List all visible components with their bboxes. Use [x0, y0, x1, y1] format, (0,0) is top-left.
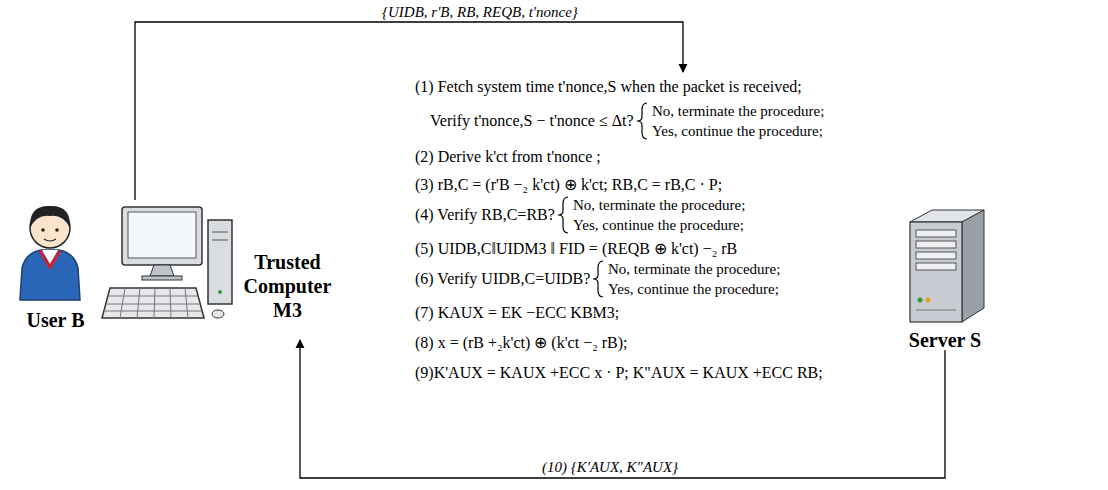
server-icon: [910, 210, 984, 322]
node-label: Server S: [895, 328, 995, 352]
branch-outcome: Yes, continue the procedure;: [573, 216, 744, 234]
server-node: Server S: [895, 200, 995, 350]
actor-node: User B: [8, 200, 103, 350]
computer-icon: [102, 207, 232, 318]
curly-brace: [558, 197, 568, 233]
step-text: (5) UIDB,C‖UIDM3 ‖ FID = (REQB ⊕ k'ct) −…: [415, 240, 737, 258]
branch-outcome: No, terminate the procedure;: [573, 196, 745, 214]
branch-outcome: No, terminate the procedure;: [608, 260, 780, 278]
curly-brace: [593, 261, 603, 297]
user-icon: [20, 206, 80, 300]
step-text: (4) Verify RB,C=RB?: [415, 206, 555, 224]
message-label: {UIDB, r'B, RB, REQB, t'nonce}: [379, 3, 581, 21]
step-text: (1) Fetch system time t'nonce,S when the…: [415, 78, 802, 96]
step-text: (8) x = (rB +₂k'ct) ⊕ (k'ct −₂ rB);: [415, 334, 628, 352]
message-label: (10) {K'AUX, K"AUX}: [539, 458, 681, 476]
step-text: (9)K'AUX = KAUX +ECC x · P; K"AUX = KAUX…: [415, 364, 823, 382]
step-text: (6) Verify UIDB,C=UIDB?: [415, 270, 590, 288]
step-text: (3) rB,C = (r'B −₂ k'ct) ⊕ k'ct; RB,C = …: [415, 176, 722, 194]
node-label: Trusted Computer M3: [235, 250, 340, 322]
computer-node: Trusted Computer M3: [100, 200, 340, 340]
step-text: Verify t'nonce,S − t'nonce ≤ Δt?: [430, 112, 634, 130]
branch-outcome: Yes, continue the procedure;: [608, 280, 779, 298]
message-arrow: [300, 340, 945, 478]
curly-brace: [637, 103, 647, 139]
step-text: (2) Derive k'ct from t'nonce ;: [415, 148, 601, 166]
node-label: User B: [8, 308, 103, 332]
branch-outcome: No, terminate the procedure;: [652, 102, 824, 120]
process-steps: (1) Fetch system time t'nonce,S when the…: [405, 72, 965, 384]
message-arrow: [135, 22, 683, 200]
step-text: (7) KAUX = EK −ECC KBM3;: [415, 304, 619, 322]
branch-outcome: Yes, continue the procedure;: [652, 122, 823, 140]
